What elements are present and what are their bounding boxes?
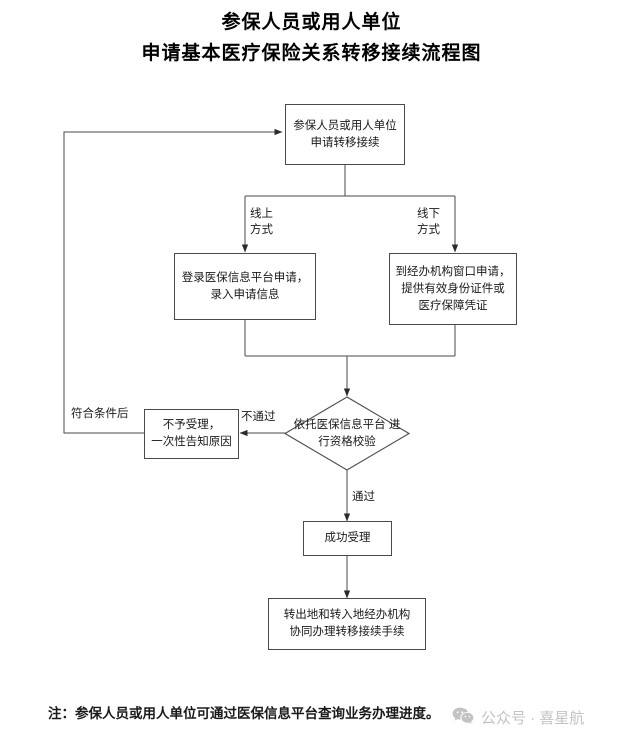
node-transfer-handling[interactable]: 转出地和转入地经办机构 协同办理转移接续手续 (268, 598, 426, 650)
edge-label-online-line-1: 线上 (250, 208, 273, 220)
title-line-1: 参保人员或用人单位 (221, 12, 402, 33)
node-accepted-line-1: 成功受理 (324, 532, 371, 544)
node-start-line-2: 申请转移接续 (310, 136, 380, 149)
node-transfer-line-2: 协同办理转移接续手续 (289, 626, 405, 638)
edge-label-fail: 不通过 (241, 409, 276, 425)
node-offline-line-1: 到经办机构窗口申请， (395, 265, 511, 278)
flowchart-connectors (63, 128, 459, 599)
edge-label-loop-back: 符合条件后 (71, 406, 129, 422)
node-online-application[interactable]: 登录医保信息平台申请， 录入申请信息 (174, 253, 316, 320)
edge-reject-loop-back (63, 128, 283, 434)
footer-note: 注：参保人员或用人单位可通过医保信息平台查询业务办理进度。 (48, 706, 440, 721)
node-start-line-1: 参保人员或用人单位 (293, 119, 397, 132)
wechat-icon (452, 707, 474, 731)
edge-label-offline-line-1: 线下 (417, 208, 440, 220)
node-reject-line-1: 不予受理， (162, 419, 221, 431)
node-start[interactable]: 参保人员或用人单位 申请转移接续 (285, 104, 405, 165)
edge-label-online-line-2: 方式 (250, 224, 273, 236)
verify-diamond-shape (283, 396, 411, 471)
page-title: 参保人员或用人单位 申请基本医疗保险关系转移接续流程图 (0, 8, 623, 70)
node-online-line-2: 录入申请信息 (210, 288, 280, 301)
node-transfer-line-1: 转出地和转入地经办机构 (283, 609, 411, 621)
title-line-2: 申请基本医疗保险关系转移接续流程图 (141, 43, 482, 64)
watermark-text: 公众号 · 喜星航 (481, 710, 585, 727)
edge-label-pass: 通过 (352, 489, 375, 505)
node-online-line-1: 登录医保信息平台申请， (181, 271, 309, 284)
node-reject[interactable]: 不予受理， 一次性告知原因 (144, 409, 239, 459)
edge-label-online-branch: 线上 方式 (250, 206, 273, 238)
edge-label-offline-line-2: 方式 (417, 224, 440, 236)
node-offline-line-2: 提供有效身份证件或 (401, 282, 505, 295)
node-offline-line-3: 医疗保障凭证 (418, 299, 488, 312)
node-reject-line-2: 一次性告知原因 (151, 436, 232, 448)
edge-label-offline-branch: 线下 方式 (417, 206, 440, 238)
watermark: 公众号 · 喜星航 (452, 707, 584, 731)
node-accepted[interactable]: 成功受理 (303, 521, 392, 556)
node-offline-application[interactable]: 到经办机构窗口申请， 提供有效身份证件或 医疗保障凭证 (389, 253, 517, 325)
